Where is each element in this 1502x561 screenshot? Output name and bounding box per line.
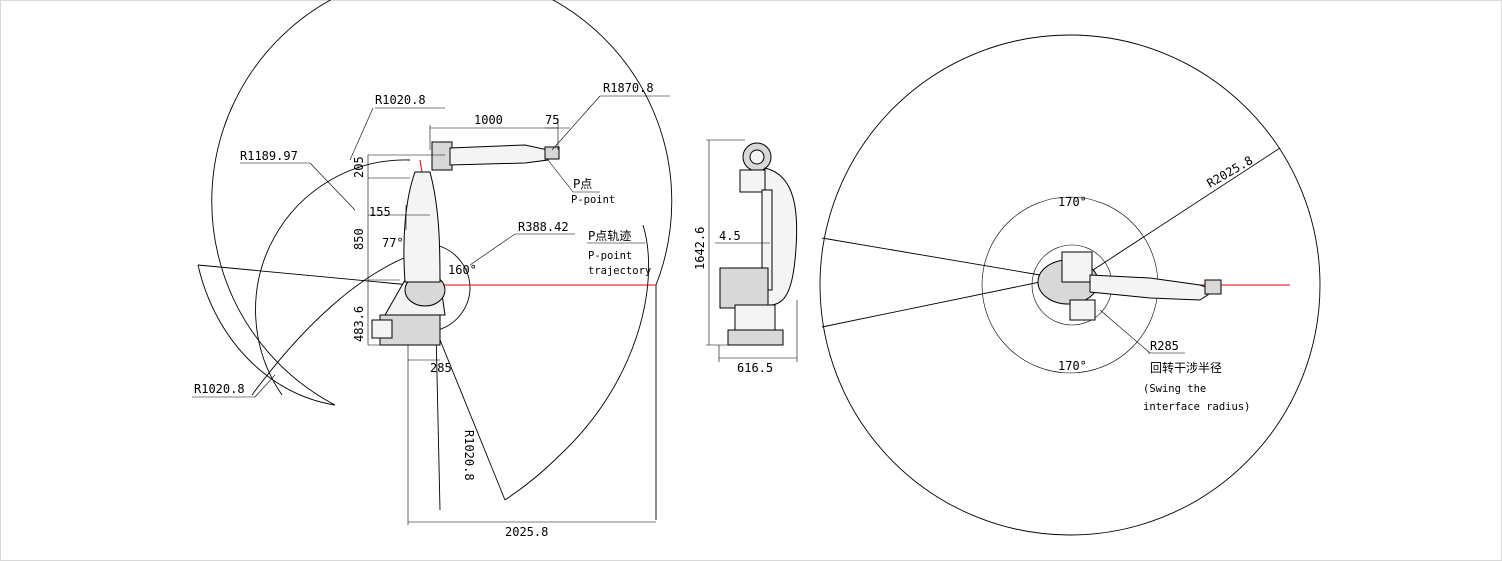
radius-line-r2025	[1069, 147, 1281, 286]
label-r2025: R2025.8	[1205, 153, 1256, 190]
label-r1020-vertical: R1020.8	[462, 430, 476, 481]
label-angle-77: 77°	[382, 236, 404, 250]
label-swing-en1: (Swing the	[1143, 383, 1206, 395]
sector-line-upper	[821, 237, 1041, 276]
label-p-trajectory-en1: P-point	[588, 250, 632, 262]
label-angle-170-top: 170°	[1058, 195, 1087, 209]
label-p-point-en: P-point	[571, 194, 615, 206]
label-r1020-top: R1020.8	[375, 93, 426, 107]
sector-line-lower	[821, 281, 1041, 328]
top-view: R2025.8 170° 170° R285 回转干涉半径 (Swing the…	[819, 34, 1321, 536]
reach-circle-r2025	[819, 34, 1321, 536]
envelope-right-curve	[504, 224, 650, 501]
label-r1870: R1870.8	[603, 81, 654, 95]
label-swing-en2: interface radius)	[1143, 401, 1250, 413]
label-1642-6: 1642.6	[693, 227, 707, 270]
lower-sector-line-1	[435, 329, 506, 501]
robot-front	[719, 142, 798, 346]
label-285: 285	[430, 361, 452, 375]
arc-r388	[435, 244, 471, 331]
robot-side	[371, 141, 560, 346]
label-205: 205	[352, 156, 366, 178]
label-1000: 1000	[474, 113, 503, 127]
horizontal-sweep-line	[197, 264, 411, 286]
label-155: 155	[369, 205, 391, 219]
robot-top	[1037, 251, 1222, 321]
label-swing-cn: 回转干涉半径	[1150, 360, 1222, 375]
arc-r1020-left	[251, 249, 426, 396]
label-r388: R388.42	[518, 220, 569, 234]
side-view: R1020.8 R1870.8 R1189.97 R388.42 R1020.8…	[192, 0, 673, 539]
label-2025-8: 2025.8	[505, 525, 548, 539]
inner-arc-r1189	[255, 159, 411, 396]
outer-envelope-arc	[211, 0, 673, 406]
label-r1020-bottom: R1020.8	[194, 382, 245, 396]
label-850: 850	[352, 228, 366, 250]
envelope-bottom-arc	[197, 264, 336, 406]
label-p-point-cn: P点	[573, 177, 592, 191]
front-view: 1642.6 4.5 616.5	[693, 139, 798, 375]
label-75: 75	[545, 113, 559, 127]
lower-sector-line-2	[435, 329, 441, 511]
label-angle-160: 160°	[448, 263, 477, 277]
label-4-5: 4.5	[719, 229, 741, 243]
label-p-trajectory-cn: P点轨迹	[588, 229, 631, 243]
label-r1189: R1189.97	[240, 149, 298, 163]
label-616-5: 616.5	[737, 361, 773, 375]
label-p-trajectory-en2: trajectory	[588, 265, 651, 277]
label-angle-170-bottom: 170°	[1058, 359, 1087, 373]
label-483-6: 483.6	[352, 306, 366, 342]
label-r285: R285	[1150, 339, 1179, 353]
